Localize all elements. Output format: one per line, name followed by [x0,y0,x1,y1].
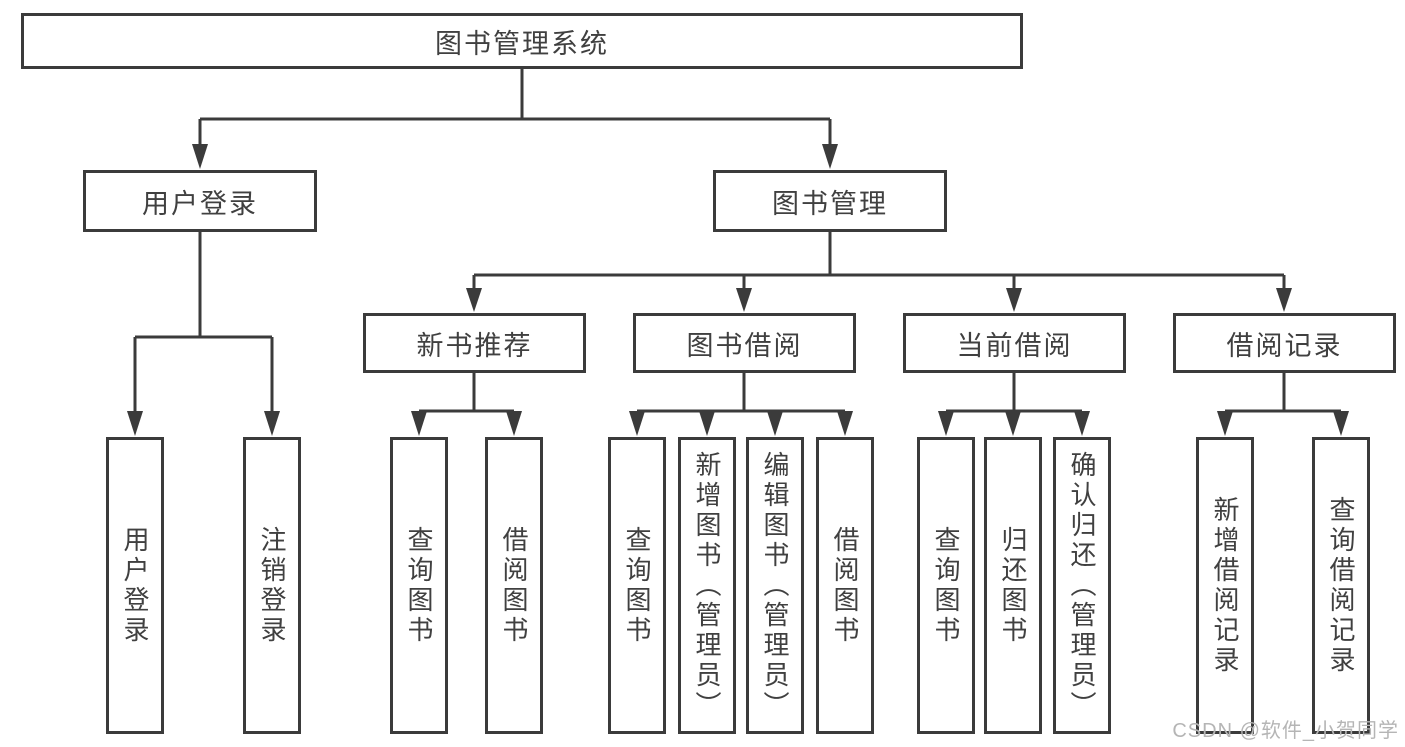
leaf-user-login: 用户登录 [106,437,164,734]
leaf-nb-query-books-label: 查询图书 [404,525,434,646]
leaf-br-query-record: 查询借阅记录 [1312,437,1370,734]
leaf-br-add-record-label: 新增借阅记录 [1210,495,1240,676]
leaf-cb-query-books-label: 查询图书 [931,525,961,646]
leaf-cb-confirm-return-admin: 确认归还（管理员） [1053,437,1111,734]
leaf-bb-edit-books-admin: 编辑图书（管理员） [746,437,804,734]
leaf-user-login-label: 用户登录 [120,525,150,646]
leaf-cb-return-books: 归还图书 [984,437,1042,734]
node-book-management-branch: 图书管理 [713,170,947,232]
csdn-watermark: CSDN @软件_小贺同学 [1172,720,1399,742]
leaf-br-add-record: 新增借阅记录 [1196,437,1254,734]
node-borrow-records: 借阅记录 [1173,313,1396,373]
leaf-bb-borrow-books: 借阅图书 [816,437,874,734]
node-user-login-branch: 用户登录 [83,170,317,232]
leaf-bb-query-books: 查询图书 [608,437,666,734]
leaf-cb-confirm-return-admin-label: 确认归还（管理员） [1067,450,1097,721]
node-library-management-system: 图书管理系统 [21,13,1023,69]
leaf-bb-borrow-books-label: 借阅图书 [830,525,860,646]
leaf-nb-query-books: 查询图书 [390,437,448,734]
leaf-bb-query-books-label: 查询图书 [622,525,652,646]
leaf-logout-label: 注销登录 [257,525,287,646]
leaf-br-query-record-label: 查询借阅记录 [1326,495,1356,676]
leaf-cb-query-books: 查询图书 [917,437,975,734]
leaf-bb-add-books-admin-label: 新增图书（管理员） [692,450,722,721]
leaf-bb-add-books-admin: 新增图书（管理员） [678,437,736,734]
leaf-logout: 注销登录 [243,437,301,734]
leaf-nb-borrow-books: 借阅图书 [485,437,543,734]
node-new-book-recommend: 新书推荐 [363,313,586,373]
node-current-borrow: 当前借阅 [903,313,1126,373]
leaf-bb-edit-books-admin-label: 编辑图书（管理员） [760,450,790,721]
leaf-nb-borrow-books-label: 借阅图书 [499,525,529,646]
leaf-cb-return-books-label: 归还图书 [998,525,1028,646]
node-book-borrow: 图书借阅 [633,313,856,373]
